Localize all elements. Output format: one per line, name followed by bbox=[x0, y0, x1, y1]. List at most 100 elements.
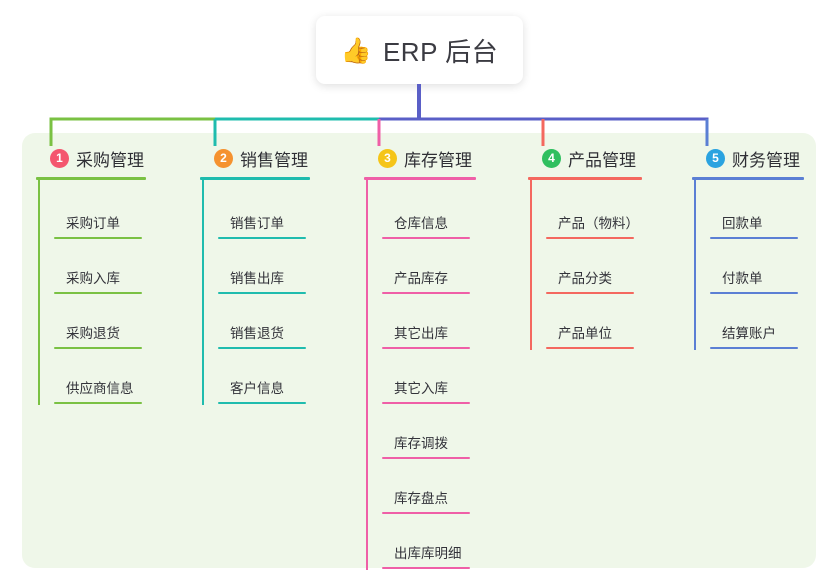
branch-title-1: 采购管理 bbox=[76, 150, 144, 170]
branch-spine-4 bbox=[530, 180, 532, 350]
branch-underline-5 bbox=[692, 177, 804, 180]
branch-spine-2 bbox=[202, 180, 204, 405]
branch-spine-1 bbox=[38, 180, 40, 405]
leaf-item[interactable]: 回款单 bbox=[710, 212, 806, 239]
leaf-item-underline bbox=[382, 512, 470, 514]
branch-column-4: 4 产品管理产品（物料） 产品分类产品单位 bbox=[528, 146, 642, 352]
leaf-item[interactable]: 客户信息 bbox=[218, 377, 314, 404]
leaf-item[interactable]: 产品库存 bbox=[382, 267, 478, 294]
branch-column-5: 5 财务管理回款单付款单结算账户 bbox=[692, 146, 804, 352]
branch-items-2: 销售订单销售出库销售退货客户信息 bbox=[200, 180, 310, 407]
leaf-item-label: 销售退货 bbox=[230, 326, 284, 341]
branch-items-3: 仓库信息产品库存其它出库其它入库库存调拨库存盘点出库库明细 bbox=[364, 180, 476, 572]
branch-underline-3 bbox=[364, 177, 476, 180]
leaf-item-label: 产品单位 bbox=[558, 326, 612, 341]
leaf-item-label: 供应商信息 bbox=[66, 381, 134, 396]
leaf-item-label: 采购入库 bbox=[66, 271, 120, 286]
leaf-item-underline bbox=[218, 292, 306, 294]
leaf-item[interactable]: 仓库信息 bbox=[382, 212, 478, 239]
branch-badge-1: 1 bbox=[50, 148, 69, 168]
branch-items-4: 产品（物料） 产品分类产品单位 bbox=[528, 180, 642, 352]
leaf-item-underline bbox=[710, 237, 798, 239]
leaf-item[interactable]: 采购入库 bbox=[54, 267, 150, 294]
leaf-item-underline bbox=[710, 347, 798, 349]
leaf-item-label: 销售订单 bbox=[230, 216, 284, 231]
leaf-item-label: 产品（物料） bbox=[558, 216, 639, 231]
leaf-item-underline bbox=[546, 237, 634, 239]
branch-spine-3 bbox=[366, 180, 368, 570]
leaf-item-underline bbox=[54, 237, 142, 239]
leaf-item-underline bbox=[218, 347, 306, 349]
branch-title-4: 产品管理 bbox=[568, 150, 636, 170]
leaf-item-underline bbox=[546, 292, 634, 294]
diagram-panel bbox=[22, 133, 816, 568]
branch-title-2: 销售管理 bbox=[240, 150, 308, 170]
root-title: ERP 后台 bbox=[382, 36, 499, 67]
leaf-item-label: 库存调拨 bbox=[394, 436, 448, 451]
branch-items-5: 回款单付款单结算账户 bbox=[692, 180, 804, 352]
leaf-item-label: 产品库存 bbox=[394, 271, 448, 286]
branch-column-3: 3 库存管理仓库信息产品库存其它出库其它入库库存调拨库存盘点出库库明细 bbox=[364, 146, 476, 572]
leaf-item-underline bbox=[54, 347, 142, 349]
leaf-item-underline bbox=[54, 402, 142, 404]
branch-underline-1 bbox=[36, 177, 146, 180]
branch-title-5: 财务管理 bbox=[732, 150, 800, 170]
leaf-item-underline bbox=[382, 347, 470, 349]
branch-badge-3: 3 bbox=[378, 148, 397, 168]
leaf-item[interactable]: 付款单 bbox=[710, 267, 806, 294]
leaf-item[interactable]: 销售退货 bbox=[218, 322, 314, 349]
leaf-item-underline bbox=[546, 347, 634, 349]
branch-title-3: 库存管理 bbox=[404, 150, 472, 170]
leaf-item-underline bbox=[218, 237, 306, 239]
leaf-item[interactable]: 产品分类 bbox=[546, 267, 642, 294]
leaf-item-label: 库存盘点 bbox=[394, 491, 448, 506]
leaf-item[interactable]: 其它出库 bbox=[382, 322, 478, 349]
branch-header-3[interactable]: 3 库存管理 bbox=[364, 146, 476, 170]
leaf-item[interactable]: 产品（物料） bbox=[546, 212, 642, 239]
leaf-item-underline bbox=[382, 402, 470, 404]
leaf-item-underline bbox=[382, 237, 470, 239]
leaf-item-label: 仓库信息 bbox=[394, 216, 448, 231]
leaf-item[interactable]: 其它入库 bbox=[382, 377, 478, 404]
leaf-item[interactable]: 出库库明细 bbox=[382, 542, 478, 569]
branch-badge-2: 2 bbox=[214, 148, 233, 168]
leaf-item-underline bbox=[218, 402, 306, 404]
branch-column-2: 2 销售管理销售订单销售出库销售退货客户信息 bbox=[200, 146, 310, 407]
leaf-item[interactable]: 结算账户 bbox=[710, 322, 806, 349]
leaf-item-underline bbox=[382, 292, 470, 294]
leaf-item[interactable]: 供应商信息 bbox=[54, 377, 150, 404]
leaf-item[interactable]: 销售订单 bbox=[218, 212, 314, 239]
leaf-item-label: 其它出库 bbox=[394, 326, 448, 341]
leaf-item-underline bbox=[382, 567, 470, 569]
branch-badge-5: 5 bbox=[706, 148, 725, 168]
leaf-item[interactable]: 库存调拨 bbox=[382, 432, 478, 459]
leaf-item[interactable]: 库存盘点 bbox=[382, 487, 478, 514]
leaf-item[interactable]: 产品单位 bbox=[546, 322, 642, 349]
leaf-item[interactable]: 销售出库 bbox=[218, 267, 314, 294]
root-node-card[interactable]: 👍 ERP 后台 bbox=[316, 16, 523, 84]
leaf-item-label: 采购订单 bbox=[66, 216, 120, 231]
leaf-item-underline bbox=[382, 457, 470, 459]
branch-header-4[interactable]: 4 产品管理 bbox=[528, 146, 642, 170]
branch-header-1[interactable]: 1 采购管理 bbox=[36, 146, 146, 170]
branch-underline-4 bbox=[528, 177, 642, 180]
leaf-item[interactable]: 采购订单 bbox=[54, 212, 150, 239]
leaf-item-label: 结算账户 bbox=[722, 326, 776, 341]
thumbs-up-icon: 👍 bbox=[340, 35, 372, 65]
branch-spine-5 bbox=[694, 180, 696, 350]
branch-badge-4: 4 bbox=[542, 148, 561, 168]
leaf-item-label: 其它入库 bbox=[394, 381, 448, 396]
leaf-item-underline bbox=[710, 292, 798, 294]
leaf-item-label: 付款单 bbox=[722, 271, 763, 286]
leaf-item-underline bbox=[54, 292, 142, 294]
branch-header-5[interactable]: 5 财务管理 bbox=[692, 146, 804, 170]
leaf-item-label: 客户信息 bbox=[230, 381, 284, 396]
leaf-item-label: 产品分类 bbox=[558, 271, 612, 286]
leaf-item-label: 销售出库 bbox=[230, 271, 284, 286]
leaf-item-label: 出库库明细 bbox=[394, 546, 462, 561]
leaf-item-label: 回款单 bbox=[722, 216, 763, 231]
leaf-item[interactable]: 采购退货 bbox=[54, 322, 150, 349]
branch-header-2[interactable]: 2 销售管理 bbox=[200, 146, 310, 170]
